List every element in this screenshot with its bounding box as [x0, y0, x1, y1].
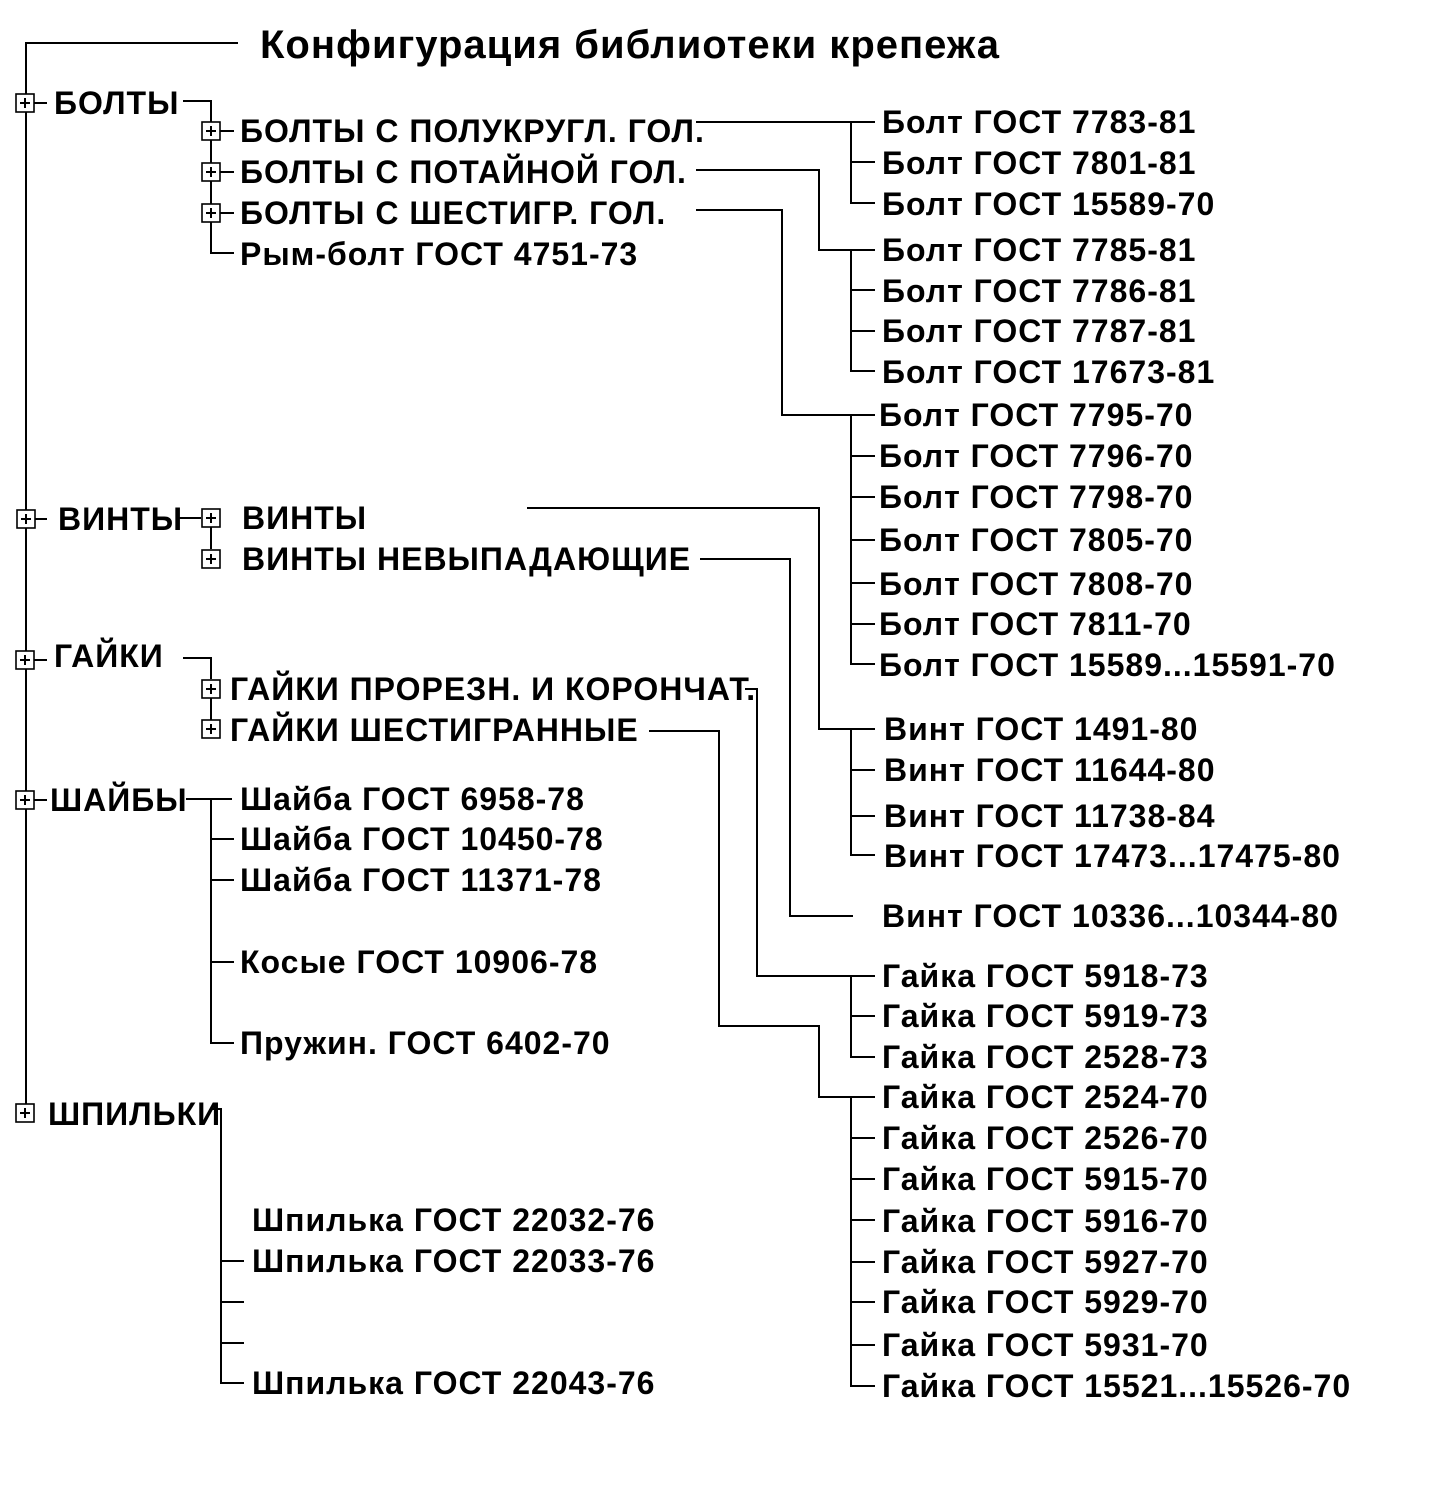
connector-line [850, 250, 875, 372]
standard-item[interactable]: Гайка ГОСТ 5915-70 [882, 1161, 1209, 1197]
standard-item[interactable]: Гайка ГОСТ 5927-70 [882, 1244, 1209, 1280]
standard-item[interactable]: Болт ГОСТ 7808-70 [879, 566, 1193, 602]
subgroup-bolts-countersunk-head[interactable]: БОЛТЫ С ПОТАЙНОЙ ГОЛ. [240, 154, 687, 190]
connector-line [183, 657, 212, 679]
connector-line [649, 730, 875, 1098]
connector-line [850, 122, 875, 204]
subgroup-screws-captive[interactable]: ВИНТЫ НЕВЫПАДАЮЩИЕ [242, 541, 691, 577]
connector-line [850, 1097, 875, 1387]
connector-line [745, 688, 875, 977]
standard-item[interactable]: Болт ГОСТ 17673-81 [882, 354, 1215, 390]
washer-item[interactable]: Пружин. ГОСТ 6402-70 [240, 1025, 611, 1061]
connector-line [696, 209, 875, 416]
expander-boxes [15, 93, 221, 1123]
washer-item[interactable]: Шайба ГОСТ 10450-78 [240, 821, 604, 857]
expand-plus-icon[interactable] [201, 679, 221, 699]
standard-item[interactable]: Гайка ГОСТ 2524-70 [882, 1079, 1209, 1115]
category-nuts[interactable]: ГАЙКИ [54, 638, 164, 674]
category-screws[interactable]: ВИНТЫ [58, 501, 183, 537]
subgroup-bolts-hex-head[interactable]: БОЛТЫ С ШЕСТИГР. ГОЛ. [240, 195, 666, 231]
category-washers[interactable]: ШАЙБЫ [50, 782, 188, 818]
standard-item[interactable]: Винт ГОСТ 11738-84 [884, 798, 1216, 834]
standard-item[interactable]: Болт ГОСТ 7801-81 [882, 145, 1196, 181]
expand-plus-icon[interactable] [16, 509, 36, 529]
expand-plus-icon[interactable] [15, 93, 35, 113]
standard-item[interactable]: Гайка ГОСТ 5919-73 [882, 998, 1209, 1034]
stud-item[interactable]: Шпилька ГОСТ 22032-76 [252, 1202, 655, 1238]
expand-plus-icon[interactable] [201, 549, 221, 569]
standard-item[interactable]: Болт ГОСТ 7783-81 [882, 104, 1196, 140]
standard-item[interactable]: Болт ГОСТ 7796-70 [879, 438, 1193, 474]
standard-item[interactable]: Винт ГОСТ 17473...17475-80 [884, 838, 1341, 874]
standard-item[interactable]: Гайка ГОСТ 2526-70 [882, 1120, 1209, 1156]
standard-item[interactable]: Гайка ГОСТ 5918-73 [882, 958, 1209, 994]
washer-item[interactable]: Косые ГОСТ 10906-78 [240, 944, 598, 980]
connector-line [850, 976, 875, 1058]
standard-item[interactable]: Болт ГОСТ 7786-81 [882, 273, 1196, 309]
standard-item[interactable]: Гайка ГОСТ 5931-70 [882, 1327, 1209, 1363]
standard-item[interactable]: Гайка ГОСТ 5929-70 [882, 1284, 1209, 1320]
category-bolts[interactable]: БОЛТЫ [54, 85, 179, 121]
expand-plus-icon[interactable] [15, 650, 35, 670]
expand-plus-icon[interactable] [201, 508, 221, 528]
subgroup-nuts-slotted[interactable]: ГАЙКИ ПРОРЕЗН. И КОРОНЧАТ. [230, 671, 756, 707]
item-eye-bolt[interactable]: Рым-болт ГОСТ 4751-73 [240, 236, 638, 272]
expand-plus-icon[interactable] [201, 203, 221, 223]
standard-item[interactable]: Болт ГОСТ 7785-81 [882, 232, 1196, 268]
connector-line [212, 1108, 244, 1384]
standard-item[interactable]: Винт ГОСТ 11644-80 [884, 752, 1216, 788]
standard-item[interactable]: Винт ГОСТ 10336...10344-80 [882, 898, 1339, 934]
washer-item[interactable]: Шайба ГОСТ 6958-78 [240, 781, 585, 817]
standard-item[interactable]: Гайка ГОСТ 5916-70 [882, 1203, 1209, 1239]
tree-connectors [25, 42, 875, 1387]
standard-item[interactable]: Болт ГОСТ 7795-70 [879, 397, 1193, 433]
connector-line [527, 507, 875, 730]
diagram-title: Конфигурация библиотеки крепежа [260, 23, 1000, 67]
washer-item[interactable]: Шайба ГОСТ 11371-78 [240, 862, 602, 898]
connector-line [850, 729, 875, 856]
connector-line [700, 558, 853, 917]
standard-item[interactable]: Болт ГОСТ 7787-81 [882, 313, 1196, 349]
connector-line [25, 42, 238, 1113]
category-studs[interactable]: ШПИЛЬКИ [48, 1096, 221, 1132]
expand-plus-icon[interactable] [201, 162, 221, 182]
standard-item[interactable]: Болт ГОСТ 15589...15591-70 [879, 647, 1336, 683]
standard-item[interactable]: Винт ГОСТ 1491-80 [884, 711, 1198, 747]
connector-line [696, 169, 875, 251]
standard-item[interactable]: Болт ГОСТ 15589-70 [882, 186, 1215, 222]
standard-item[interactable]: Болт ГОСТ 7805-70 [879, 522, 1193, 558]
expand-plus-icon[interactable] [15, 790, 35, 810]
stud-item[interactable]: Шпилька ГОСТ 22033-76 [252, 1243, 655, 1279]
expand-plus-icon[interactable] [201, 121, 221, 141]
stud-item[interactable]: Шпилька ГОСТ 22043-76 [252, 1365, 655, 1401]
standard-item[interactable]: Болт ГОСТ 7811-70 [879, 606, 1192, 642]
subgroup-nuts-hex[interactable]: ГАЙКИ ШЕСТИГРАННЫЕ [230, 712, 639, 748]
standard-item[interactable]: Болт ГОСТ 7798-70 [879, 479, 1193, 515]
subgroup-bolts-round-head[interactable]: БОЛТЫ С ПОЛУКРУГЛ. ГОЛ. [240, 113, 705, 149]
subgroup-screws[interactable]: ВИНТЫ [242, 500, 367, 536]
expand-plus-icon[interactable] [15, 1103, 35, 1123]
connector-line [210, 799, 234, 1044]
standard-item[interactable]: Гайка ГОСТ 15521...15526-70 [882, 1368, 1351, 1404]
expand-plus-icon[interactable] [201, 719, 221, 739]
standard-item[interactable]: Гайка ГОСТ 2528-73 [882, 1039, 1209, 1075]
